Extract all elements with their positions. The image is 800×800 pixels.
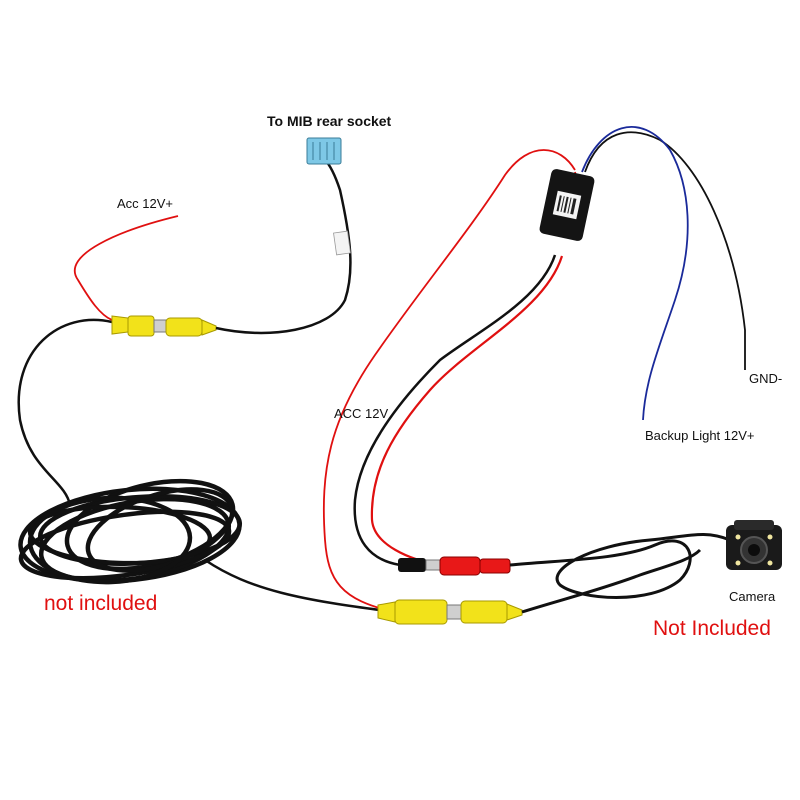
camera xyxy=(726,520,782,570)
red-power-wire xyxy=(322,149,576,613)
label-acc-12v: ACC 12V xyxy=(334,406,389,421)
rca-connector-left xyxy=(111,315,217,337)
rca-connector-bottom xyxy=(377,599,523,625)
label-acc-12v-plus: Acc 12V+ xyxy=(117,196,174,211)
label-backup-light: Backup Light 12V+ xyxy=(645,428,755,443)
cable-sticker xyxy=(333,230,351,256)
label-gnd: GND- xyxy=(749,371,783,386)
extension-cable-coil xyxy=(18,478,243,585)
cable-to-mib xyxy=(215,159,352,335)
note-not-included-left: not included xyxy=(44,592,158,615)
note-not-included-right: Not Included xyxy=(653,617,771,640)
cable-left-to-coil xyxy=(17,318,113,506)
relay-module xyxy=(539,169,595,241)
label-mib-rear-socket: To MIB rear socket xyxy=(267,113,392,129)
label-camera: Camera xyxy=(729,589,776,604)
gnd-wire xyxy=(584,131,746,370)
mib-socket-connector xyxy=(306,137,342,165)
power-rca-pair xyxy=(398,556,511,576)
relay-to-rca-black xyxy=(353,254,557,567)
acc-wire-left xyxy=(74,215,179,321)
cable-coil-to-bottom-rca xyxy=(204,558,396,614)
backup-wire xyxy=(581,126,689,421)
relay-to-rca-red xyxy=(370,255,564,567)
camera-cable xyxy=(509,533,731,614)
